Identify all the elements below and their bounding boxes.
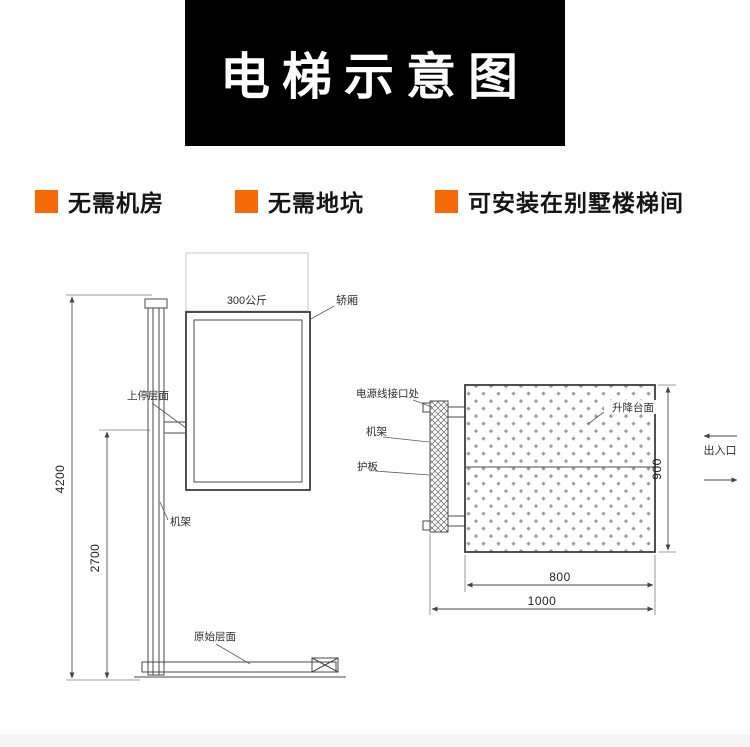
frame-callout-side: 机架 — [159, 501, 191, 528]
elevator-technical-drawing: 4200 2700 300公斤 — [53, 252, 738, 681]
side-view-drawing: 4200 2700 300公斤 — [53, 252, 358, 681]
platform-label: 升降台面 — [612, 401, 654, 414]
guard-callout: 护板 — [357, 460, 430, 476]
title-banner: 电梯示意图 — [185, 0, 565, 146]
bullet-square-icon — [235, 189, 258, 213]
base-structure — [134, 657, 346, 678]
dim-width-outer: 1000 — [429, 534, 654, 615]
bullet-square-icon — [435, 189, 458, 213]
base-level-label: 原始层面 — [194, 630, 236, 643]
feature-label: 可安装在别墅楼梯间 — [468, 190, 684, 216]
dim-width-inner: 800 — [464, 555, 656, 615]
dim-900-label: 900 — [650, 458, 664, 480]
frame-callout-top: 机架 — [366, 425, 430, 443]
top-view-drawing: 电源线接口处 机架 护板 — [356, 384, 738, 615]
base-level-callout: 原始层面 — [194, 630, 251, 665]
entrance-indicator: 出入口 — [703, 433, 738, 483]
bullet-square-icon — [35, 189, 58, 213]
dim-1000-label: 1000 — [528, 594, 557, 608]
entrance-label: 出入口 — [704, 443, 737, 457]
cab-phantom-outline — [185, 252, 309, 312]
cab-bracket — [163, 421, 187, 434]
bottom-divider — [0, 734, 750, 747]
upper-stop-label: 上停层面 — [127, 389, 169, 402]
cab-box — [185, 311, 311, 491]
feature-label: 无需地坑 — [268, 190, 364, 216]
guard-plate — [422, 400, 466, 533]
power-callout: 电源线接口处 — [356, 387, 433, 408]
upper-stop-callout: 上停层面 — [127, 389, 187, 429]
platform-callout: 升降台面 — [587, 400, 662, 425]
cab-label: 轿厢 — [336, 293, 358, 307]
cab-callout: 轿厢 — [310, 293, 358, 320]
feature-no-machine-room: 无需机房 — [35, 188, 164, 216]
dim-travel-height: 2700 — [88, 429, 150, 679]
power-label: 电源线接口处 — [356, 387, 419, 400]
dim-800-label: 800 — [549, 570, 571, 584]
guard-label: 护板 — [357, 460, 378, 473]
feature-label: 无需机房 — [68, 190, 164, 216]
load-rating-label: 300公斤 — [227, 294, 267, 307]
frame-label-top: 机架 — [366, 425, 387, 438]
feature-villa-stairwell: 可安装在别墅楼梯间 — [435, 188, 684, 216]
dim-total-height: 4200 — [53, 294, 152, 681]
dim-2700-label: 2700 — [88, 544, 102, 573]
feature-no-pit: 无需地坑 — [235, 188, 364, 216]
mast-column — [144, 298, 168, 676]
frame-label-side: 机架 — [170, 515, 191, 528]
dim-depth: 900 — [650, 384, 676, 553]
dim-4200-label: 4200 — [53, 465, 67, 494]
page-title: 电梯示意图 — [220, 49, 530, 105]
